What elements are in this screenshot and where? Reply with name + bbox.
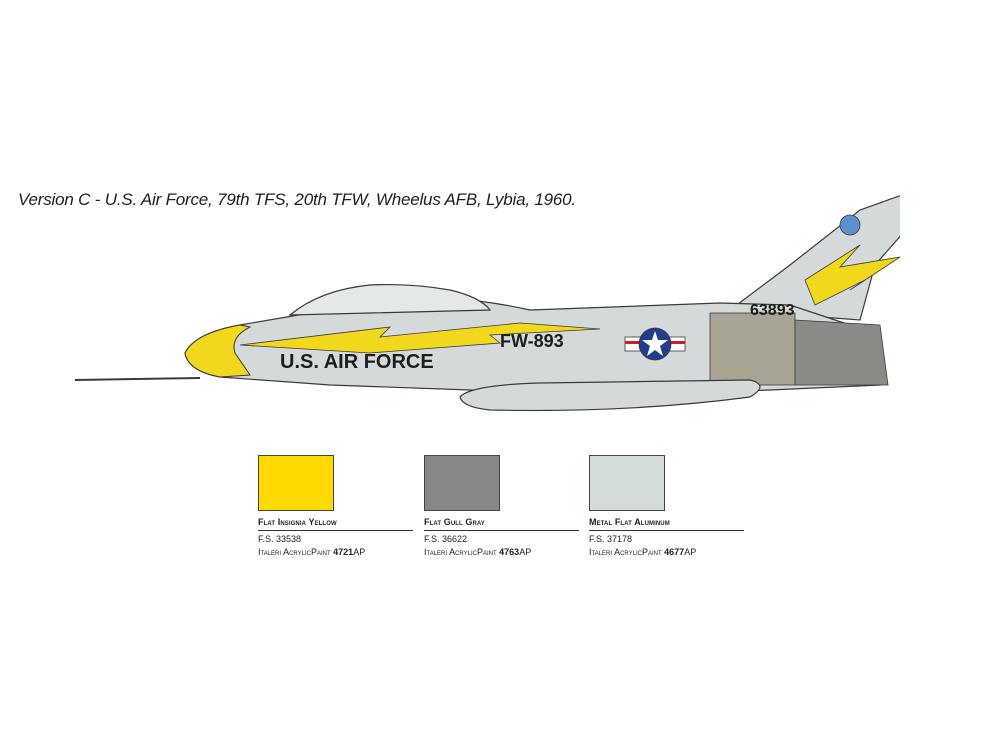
paint-brand: Italeri AcrylicPaint <box>424 547 497 557</box>
tail-number: 63893 <box>750 302 795 319</box>
national-insignia <box>624 327 686 361</box>
drop-tank <box>459 379 761 412</box>
exhaust-section <box>794 319 889 386</box>
paint-name: Metal Flat Aluminum <box>589 517 744 531</box>
paint-fs: F.S. 37178 <box>589 534 633 544</box>
fuselage-text: U.S. AIR FORCE <box>280 351 434 373</box>
paint-brand: Italeri AcrylicPaint <box>589 547 662 557</box>
fuselage-flash <box>239 322 601 354</box>
aircraft-profile-illustration: U.S. AIR FORCE FW-893 63893 <box>74 195 900 412</box>
tail-flash <box>804 244 900 306</box>
buzz-number: FW-893 <box>500 331 564 351</box>
pitot-probe <box>74 377 201 381</box>
paint-code: 4721 <box>333 547 354 557</box>
squadron-emblem <box>839 214 861 236</box>
rear-panel <box>709 312 796 386</box>
paint-code: 4677 <box>664 547 685 557</box>
paint-suffix: AP <box>353 547 366 557</box>
canopy <box>288 283 492 316</box>
paint-aluminum: Metal Flat Aluminum F.S. 37178 Italeri A… <box>589 455 744 557</box>
version-caption: Version C - U.S. Air Force, 79th TFS, 20… <box>18 190 576 209</box>
paint-suffix: AP <box>519 547 532 557</box>
nose-yellow <box>184 324 252 378</box>
paint-fs: F.S. 36622 <box>424 534 468 544</box>
paint-name: Flat Insignia Yellow <box>258 517 413 531</box>
color-swatch <box>258 455 334 511</box>
paint-suffix: AP <box>684 547 697 557</box>
paint-gull-gray: Flat Gull Gray F.S. 36622 Italeri Acryli… <box>424 455 579 557</box>
paint-brand-line: Italeri AcrylicPaint 4721AP <box>258 547 413 557</box>
paint-brand-line: Italeri AcrylicPaint 4677AP <box>589 547 744 557</box>
paint-brand-line: Italeri AcrylicPaint 4763AP <box>424 547 579 557</box>
paint-yellow: Flat Insignia Yellow F.S. 33538 Italeri … <box>258 455 413 557</box>
color-swatch <box>424 455 500 511</box>
paint-code: 4763 <box>499 547 520 557</box>
paint-fs: F.S. 33538 <box>258 534 302 544</box>
paint-name: Flat Gull Gray <box>424 517 579 531</box>
paint-brand: Italeri AcrylicPaint <box>258 547 331 557</box>
color-swatch <box>589 455 665 511</box>
